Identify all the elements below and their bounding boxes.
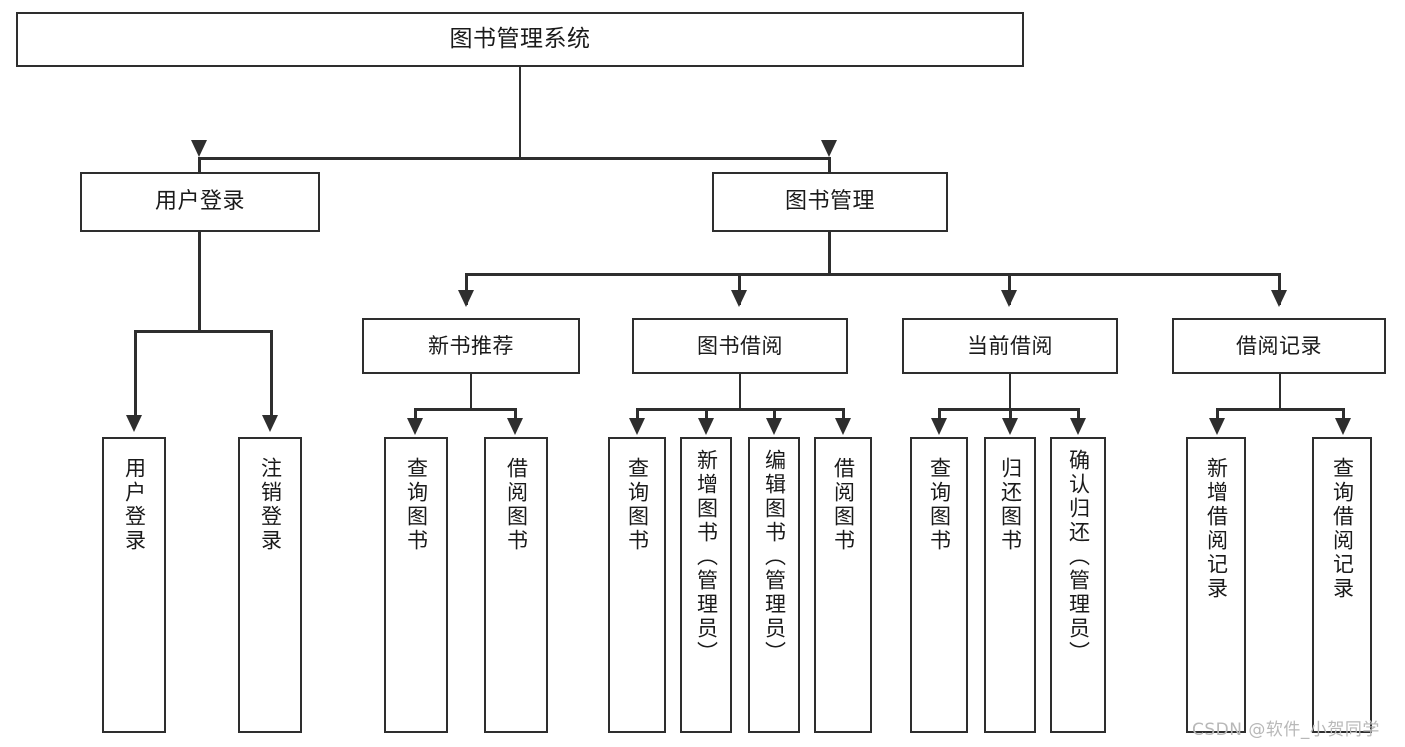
connector-new-book-leaf2 — [514, 408, 517, 422]
node-user-login[interactable]: 用户登录 — [80, 172, 320, 232]
arrowhead-book-borrow-leaf2 — [698, 418, 714, 435]
arrowhead-book-borrow-leaf1 — [629, 418, 645, 435]
node-leaf-add-book-admin[interactable]: 新增图书（管理员） — [680, 437, 732, 733]
connector-book-borrow-leaf1 — [636, 408, 639, 422]
node-leaf-logout-login[interactable]: 注销登录 — [238, 437, 302, 733]
node-book-borrow-label: 图书借阅 — [697, 333, 783, 358]
node-book-manage-label: 图书管理 — [784, 189, 875, 215]
connector-to-borrow-record — [1278, 273, 1281, 305]
connector-book-borrow-leaf2 — [705, 408, 708, 422]
node-leaf-edit-book-admin[interactable]: 编辑图书（管理员） — [748, 437, 800, 733]
node-book-borrow[interactable]: 图书借阅 — [632, 318, 848, 374]
arrowhead-root-to-user-login — [191, 140, 207, 157]
node-user-login-label: 用户登录 — [154, 189, 245, 215]
node-leaf-user-login[interactable]: 用户登录 — [102, 437, 166, 733]
connector-user-login-to-leaf1 — [134, 330, 137, 420]
connector-user-login-bar — [134, 330, 272, 333]
node-leaf-return-book-label: 归还图书 — [998, 457, 1023, 553]
arrowhead-current-borrow-leaf3 — [1070, 418, 1086, 435]
arrowhead-user-login-leaf2 — [262, 415, 278, 432]
node-leaf-query-book-2[interactable]: 查询图书 — [608, 437, 666, 733]
arrowhead-borrow-record — [1271, 290, 1287, 307]
node-current-borrow[interactable]: 当前借阅 — [902, 318, 1118, 374]
node-leaf-user-login-label: 用户登录 — [122, 457, 147, 553]
node-leaf-borrow-book-2[interactable]: 借阅图书 — [814, 437, 872, 733]
connector-book-borrow-stem — [738, 374, 741, 410]
node-leaf-query-borrow-record[interactable]: 查询借阅记录 — [1312, 437, 1372, 733]
connector-book-borrow-leaf3 — [773, 408, 776, 422]
connector-book-manage-bar — [465, 273, 1280, 276]
connector-borrow-record-stem — [1278, 374, 1281, 410]
connector-to-book-borrow — [738, 273, 741, 305]
connector-current-borrow-leaf3 — [1077, 408, 1080, 422]
arrowhead-book-borrow — [731, 290, 747, 307]
node-leaf-confirm-return[interactable]: 确认归还（管理员） — [1050, 437, 1106, 733]
connector-user-login-stem — [198, 232, 201, 332]
node-leaf-borrow-book-2-label: 借阅图书 — [831, 457, 856, 553]
connector-new-book-leaf1 — [414, 408, 417, 422]
node-leaf-add-borrow-record[interactable]: 新增借阅记录 — [1186, 437, 1246, 733]
connector-current-borrow-bar — [938, 408, 1079, 411]
connector-current-borrow-leaf1 — [938, 408, 941, 422]
arrowhead-current-borrow-leaf2 — [1002, 418, 1018, 435]
arrowhead-book-borrow-leaf4 — [835, 418, 851, 435]
connector-book-borrow-bar — [636, 408, 843, 411]
node-leaf-query-book-1[interactable]: 查询图书 — [384, 437, 448, 733]
node-leaf-query-book-2-label: 查询图书 — [625, 457, 650, 553]
node-borrow-record-label: 借阅记录 — [1236, 333, 1322, 358]
node-leaf-borrow-book-1-label: 借阅图书 — [504, 457, 529, 553]
node-new-book-recommend-label: 新书推荐 — [428, 333, 514, 358]
connector-new-book-bar — [414, 408, 516, 411]
connector-borrow-record-leaf2 — [1342, 408, 1345, 422]
arrowhead-root-to-book-manage — [821, 140, 837, 157]
arrowhead-borrow-record-leaf2 — [1335, 418, 1351, 435]
arrowhead-new-book-leaf1 — [407, 418, 423, 435]
arrowhead-new-book-leaf2 — [507, 418, 523, 435]
node-leaf-query-book-1-label: 查询图书 — [404, 457, 429, 553]
connector-current-borrow-leaf2 — [1009, 408, 1012, 422]
connector-borrow-record-bar — [1216, 408, 1342, 411]
connector-to-new-book-recommend — [465, 273, 468, 305]
node-root-label: 图书管理系统 — [449, 26, 591, 53]
connector-user-login-to-leaf2 — [270, 330, 273, 420]
arrowhead-borrow-record-leaf1 — [1209, 418, 1225, 435]
connector-current-borrow-stem — [1008, 374, 1011, 410]
node-leaf-return-book[interactable]: 归还图书 — [984, 437, 1036, 733]
node-new-book-recommend[interactable]: 新书推荐 — [362, 318, 580, 374]
connector-new-book-stem — [469, 374, 472, 410]
arrowhead-new-book-recommend — [458, 290, 474, 307]
node-leaf-add-borrow-record-label: 新增借阅记录 — [1204, 457, 1229, 601]
node-leaf-query-book-3-label: 查询图书 — [927, 457, 952, 553]
node-leaf-confirm-return-label: 确认归还（管理员） — [1066, 449, 1091, 665]
arrowhead-current-borrow — [1001, 290, 1017, 307]
connector-book-manage-stem — [828, 232, 831, 275]
node-leaf-logout-login-label: 注销登录 — [258, 457, 283, 553]
connector-root-bar — [198, 157, 830, 160]
watermark: CSDN @软件_小贺同学 — [1192, 720, 1380, 740]
node-leaf-query-book-3[interactable]: 查询图书 — [910, 437, 968, 733]
node-borrow-record[interactable]: 借阅记录 — [1172, 318, 1386, 374]
arrowhead-user-login-leaf1 — [126, 415, 142, 432]
connector-borrow-record-leaf1 — [1216, 408, 1219, 422]
arrowhead-current-borrow-leaf1 — [931, 418, 947, 435]
connector-to-current-borrow — [1008, 273, 1011, 305]
node-leaf-add-book-admin-label: 新增图书（管理员） — [694, 449, 719, 665]
node-leaf-borrow-book-1[interactable]: 借阅图书 — [484, 437, 548, 733]
node-leaf-query-borrow-record-label: 查询借阅记录 — [1330, 457, 1355, 601]
node-root[interactable]: 图书管理系统 — [16, 12, 1024, 67]
node-book-manage[interactable]: 图书管理 — [712, 172, 948, 232]
node-current-borrow-label: 当前借阅 — [967, 333, 1053, 358]
arrowhead-book-borrow-leaf3 — [766, 418, 782, 435]
connector-root-stem — [518, 67, 522, 159]
connector-book-borrow-leaf4 — [842, 408, 845, 422]
node-leaf-edit-book-admin-label: 编辑图书（管理员） — [762, 449, 787, 665]
